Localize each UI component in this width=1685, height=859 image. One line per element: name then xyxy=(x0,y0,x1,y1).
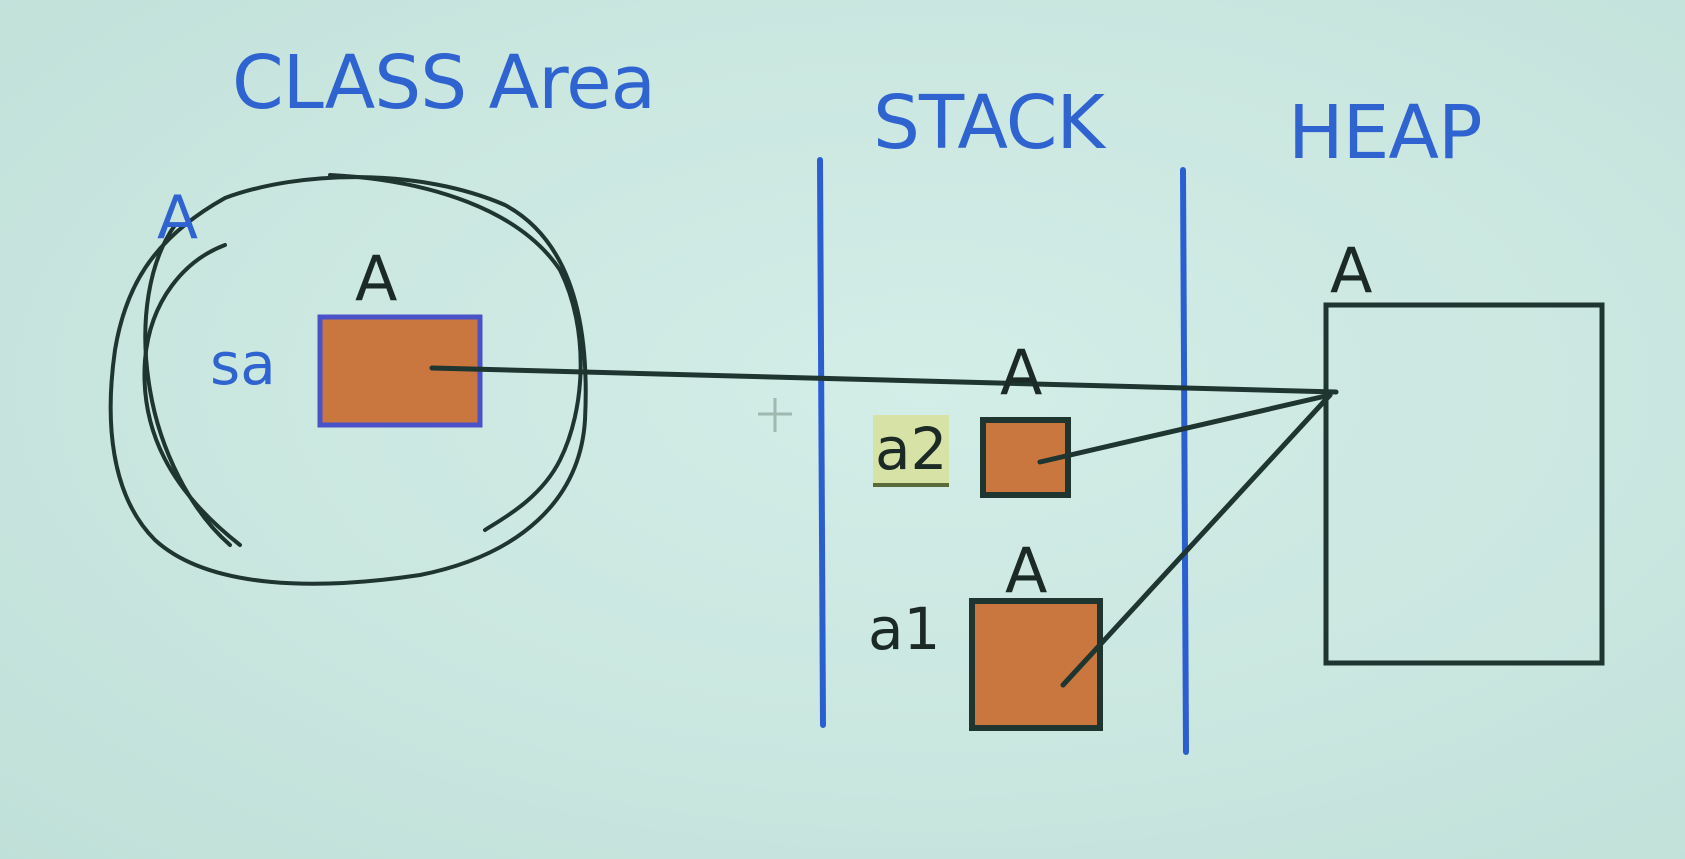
class-area-heading: CLASS Area xyxy=(232,40,656,126)
hand-drawn-circle xyxy=(108,173,588,586)
a2-reference-line xyxy=(1037,392,1333,465)
a1-box xyxy=(969,598,1103,731)
heap-object-type-label: A xyxy=(1330,234,1373,307)
heap-heading: HEAP xyxy=(1288,90,1483,176)
a2-type-label: A xyxy=(1000,336,1043,409)
sa-type-label: A xyxy=(355,242,398,315)
stack-left-divider xyxy=(817,157,826,728)
stack-heading: STACK xyxy=(873,80,1105,166)
sa-reference-line xyxy=(429,365,1339,395)
a2-var-label: a2 xyxy=(873,415,950,487)
a1-type-label: A xyxy=(1005,534,1048,607)
a1-reference-line xyxy=(1060,392,1333,688)
a2-highlight: a2 xyxy=(873,415,950,487)
sa-var-label: sa xyxy=(210,330,276,398)
stack-right-divider xyxy=(1180,167,1189,755)
class-label: A xyxy=(157,183,199,253)
reference-lines xyxy=(429,365,1339,688)
a1-var-label: a1 xyxy=(868,595,941,663)
heap-object-box xyxy=(1323,302,1605,666)
cursor-plus-icon xyxy=(758,398,792,432)
